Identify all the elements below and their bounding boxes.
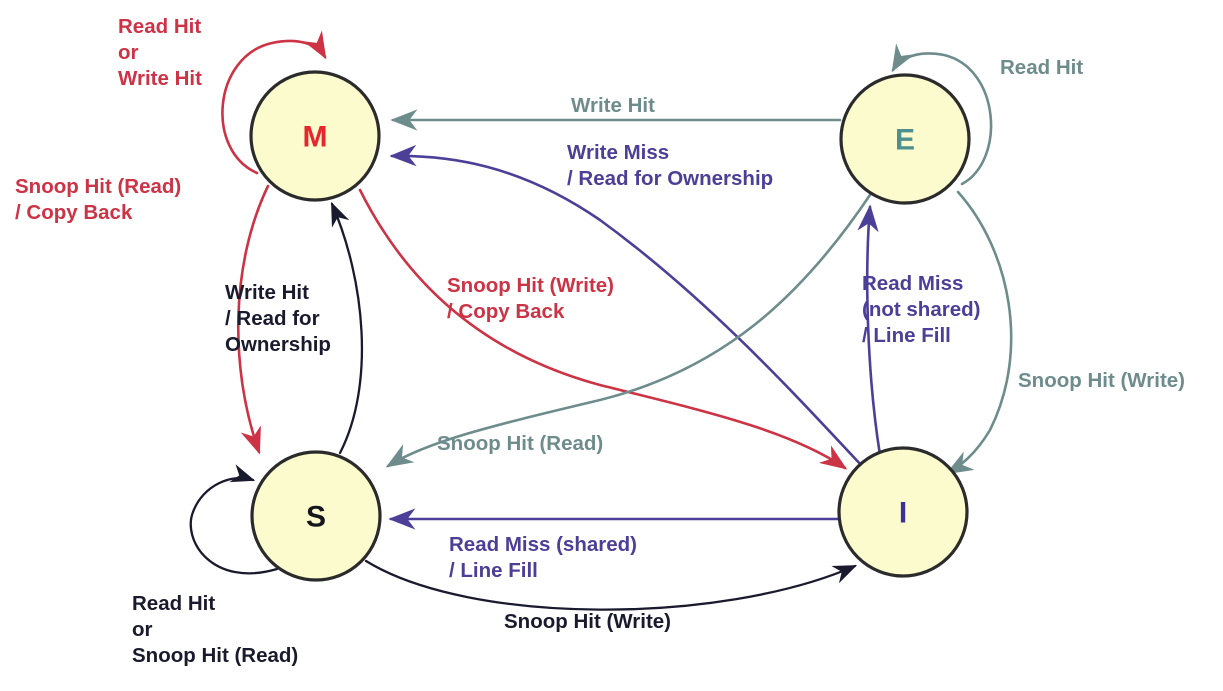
edge-label-s-self: Read Hit or Snoop Hit (Read) [132,592,327,667]
edge-s-self [189,464,279,575]
state-node-e[interactable]: E [839,73,971,205]
edge-label-i-to-m: Write Miss / Read for Ownership [567,141,802,190]
edge-label-i-to-s: Read Miss (shared) / Line Fill [449,533,677,582]
edge-i-to-m [389,144,864,468]
edge-m-to-i [358,188,848,470]
edge-e-to-s [385,190,874,468]
state-node-m[interactable]: M [249,70,381,202]
state-label-s: S [306,501,326,534]
edge-label-m-to-s: Snoop Hit (Read) / Copy Back [15,175,221,224]
state-label-e: E [895,124,915,157]
state-node-i[interactable]: I [837,446,969,578]
state-node-s[interactable]: S [250,450,382,582]
edge-label-e-to-s: Snoop Hit (Read) [437,432,632,455]
state-label-i: I [899,497,907,530]
edge-label-m-to-i: Snoop Hit (Write) / Copy Back [447,274,654,323]
edge-s-to-m [330,201,364,455]
state-circle-i[interactable] [837,446,969,578]
edge-label-e-self: Read Hit [1000,56,1112,79]
edge-label-e-to-m: Write Hit [571,94,683,117]
edge-m-self [221,30,327,175]
edge-e-to-i [945,190,1013,475]
state-circle-e[interactable] [839,73,971,205]
edge-label-e-to-i: Snoop Hit (Write) [1018,369,1214,392]
edge-label-i-to-e: Read Miss (not shared) / Line Fill [862,272,1020,347]
edge-label-s-to-i: Snoop Hit (Write) [504,610,700,633]
edge-e-self [891,43,993,186]
edge-label-m-self: Read Hit or Write Hit [118,15,241,90]
state-label-m: M [303,121,328,154]
state-circle-m[interactable] [249,70,381,202]
edge-label-s-to-m: Write Hit / Read for Ownership [225,281,359,356]
edge-m-to-s [236,184,270,455]
edge-s-to-i [364,559,858,611]
state-circle-s[interactable] [250,450,382,582]
edge-i-to-e [857,204,882,457]
